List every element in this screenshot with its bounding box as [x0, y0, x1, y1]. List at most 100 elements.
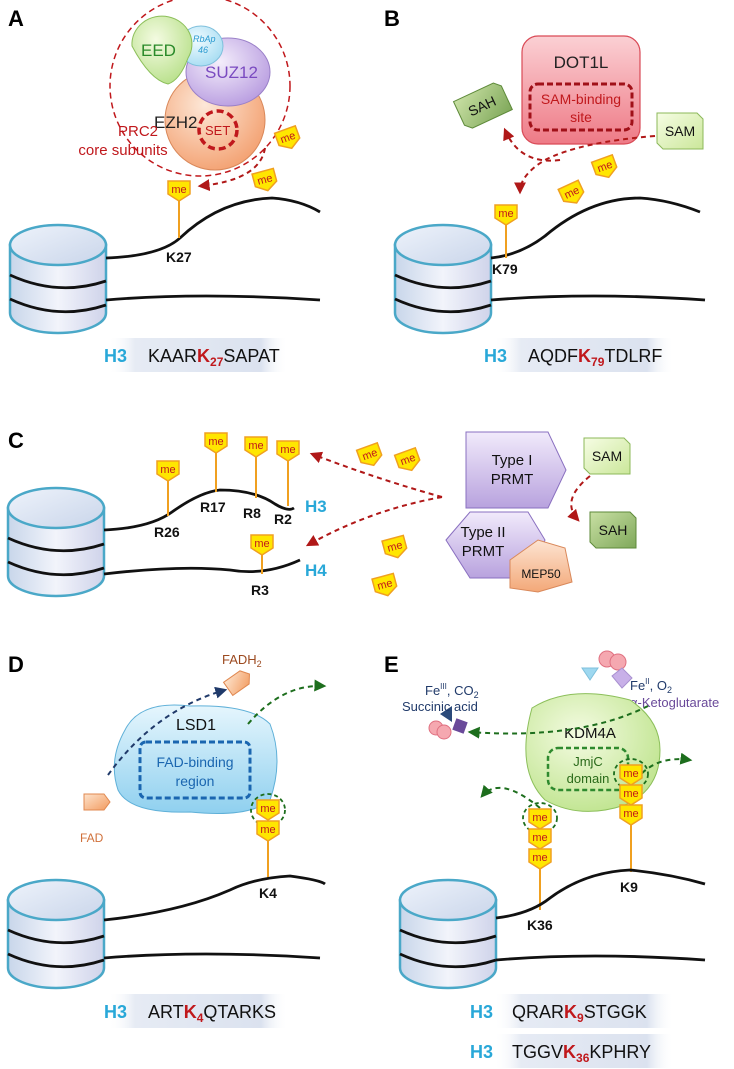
histone-tail-e	[495, 868, 706, 920]
dot1l-label: DOT1L	[554, 53, 609, 72]
rbap-label-2: 46	[198, 45, 208, 55]
me-tag-k36-1: me	[528, 808, 552, 830]
succinic-acid-label: Succinic acid	[402, 699, 478, 714]
me-tag-r26: me	[156, 460, 180, 482]
me-tag-k9-3: me	[619, 804, 643, 826]
seq-a-histone: H3	[104, 346, 127, 366]
histone-tail-b	[490, 196, 701, 260]
svg-text:me: me	[248, 440, 263, 452]
eed-label: EED	[141, 41, 176, 60]
nucleosome-b	[393, 223, 493, 335]
type2-label-1: Type II	[460, 524, 505, 541]
sequence-band-e2	[494, 1034, 674, 1068]
sah-molecule-c: SAH	[589, 511, 637, 549]
svg-text:me: me	[623, 788, 638, 800]
sequence-band-e1	[494, 994, 674, 1028]
seq-e2: TGGVK36KPHRY	[512, 1042, 651, 1065]
histone-tail-a	[105, 196, 321, 260]
nucleosome-e	[398, 878, 498, 990]
demethylation-arrow-d	[247, 679, 327, 725]
site-k9: K9	[620, 879, 638, 895]
me-tag-k27: me	[167, 180, 191, 202]
panel-b: B DOT1L SAM-binding site SAH SAM me me m…	[384, 6, 706, 372]
panel-d: D LSD1 FAD-binding region FAD FADH2 me m…	[6, 652, 327, 1028]
sam-molecule-b: SAM	[656, 112, 704, 150]
me-tag-r8: me	[244, 436, 268, 458]
panel-e-letter: E	[384, 652, 399, 677]
nucleosome-c	[6, 486, 106, 598]
cofactor-diamond-icon	[611, 667, 633, 689]
site-r3: R3	[251, 582, 269, 598]
panel-c-letter: C	[8, 428, 24, 453]
svg-text:me: me	[376, 577, 394, 593]
product-triangle-icon	[440, 706, 452, 722]
fad-binding-region-outline	[138, 740, 252, 800]
seq-d-histone: H3	[104, 1002, 127, 1022]
arrow-to-h4	[305, 496, 443, 547]
sam-binding-label-2: site	[570, 109, 592, 125]
fadh2-molecule	[222, 670, 250, 697]
sah-release-arrow-c	[567, 475, 591, 522]
me-tag-k79: me	[494, 204, 518, 226]
fad-binding-label-1: FAD-binding	[156, 754, 233, 770]
h3-tail	[103, 488, 295, 532]
sam-molecule-c: SAM	[583, 437, 631, 475]
svg-text:me: me	[361, 447, 379, 464]
site-r26: R26	[154, 524, 180, 540]
eed-subunit	[131, 15, 193, 85]
me-tag-r17: me	[204, 432, 228, 454]
rbap-label-1: RbAp	[193, 34, 216, 44]
h4-label: H4	[305, 561, 327, 580]
site-k4: K4	[259, 885, 277, 901]
svg-text:me: me	[532, 832, 547, 844]
me-tag-k4-2: me	[256, 820, 280, 842]
panel-c: C Type I PRMT Type II PRMT MEP50 SAM SAH…	[6, 428, 637, 600]
svg-text:me: me	[532, 812, 547, 824]
free-me-tag: me	[371, 572, 400, 600]
fad-binding-label-2: region	[176, 773, 215, 789]
svg-text:me: me	[160, 464, 175, 476]
fad-reduction-arrow	[107, 686, 228, 776]
free-me-tag: me	[251, 167, 280, 195]
me-tag-k36-3: me	[528, 848, 552, 870]
free-me-tag: me	[557, 179, 588, 209]
panel-b-letter: B	[384, 6, 400, 31]
svg-text:SAM: SAM	[592, 448, 622, 464]
mep50-label: MEP50	[521, 567, 561, 581]
seq-a: KAARK27SAPAT	[148, 346, 280, 369]
sequence-band-d	[108, 994, 288, 1028]
seq-e1-histone: H3	[470, 1002, 493, 1022]
sequence-band-b	[494, 338, 674, 372]
free-me-tag: me	[381, 534, 410, 562]
free-me-tag: me	[590, 154, 620, 182]
seq-e1: QRARK9STGGK	[512, 1002, 647, 1025]
jmjc-label-2: domain	[567, 771, 610, 786]
type1-label-1: Type I	[492, 452, 533, 469]
type1-prmt	[465, 431, 567, 509]
dna-strand-a	[105, 294, 321, 302]
jmjc-label-1: JmjC	[573, 754, 603, 769]
demethylation-arrow-k36	[480, 784, 541, 809]
me-tag-k9-2: me	[619, 784, 643, 806]
svg-text:me: me	[498, 208, 513, 220]
me-tag-k4-1: me	[256, 799, 280, 821]
dna-strand-b	[490, 294, 706, 302]
dna-strand-e	[495, 954, 706, 962]
panel-a-letter: A	[8, 6, 24, 31]
product-square-icon	[452, 718, 468, 734]
free-me-tag: me	[355, 442, 385, 470]
methyl-transfer-arrow-b	[514, 135, 656, 195]
svg-text:me: me	[254, 538, 269, 550]
product-sphere-icon	[436, 724, 452, 740]
svg-text:me: me	[279, 130, 297, 147]
svg-text:me: me	[399, 452, 417, 469]
ezh2-label: EZH2	[154, 113, 197, 132]
sam-binding-site-outline	[528, 82, 634, 132]
nucleosome-d	[6, 878, 106, 990]
svg-text:me: me	[623, 768, 638, 780]
me-tag-r2: me	[276, 440, 300, 462]
panel-e: E FeIII, CO2 Succinic acid FeII, O2 α-Ke…	[384, 650, 719, 1068]
set-label: SET	[205, 123, 230, 138]
dot1l-enzyme	[521, 35, 641, 145]
svg-text:me: me	[596, 159, 614, 176]
